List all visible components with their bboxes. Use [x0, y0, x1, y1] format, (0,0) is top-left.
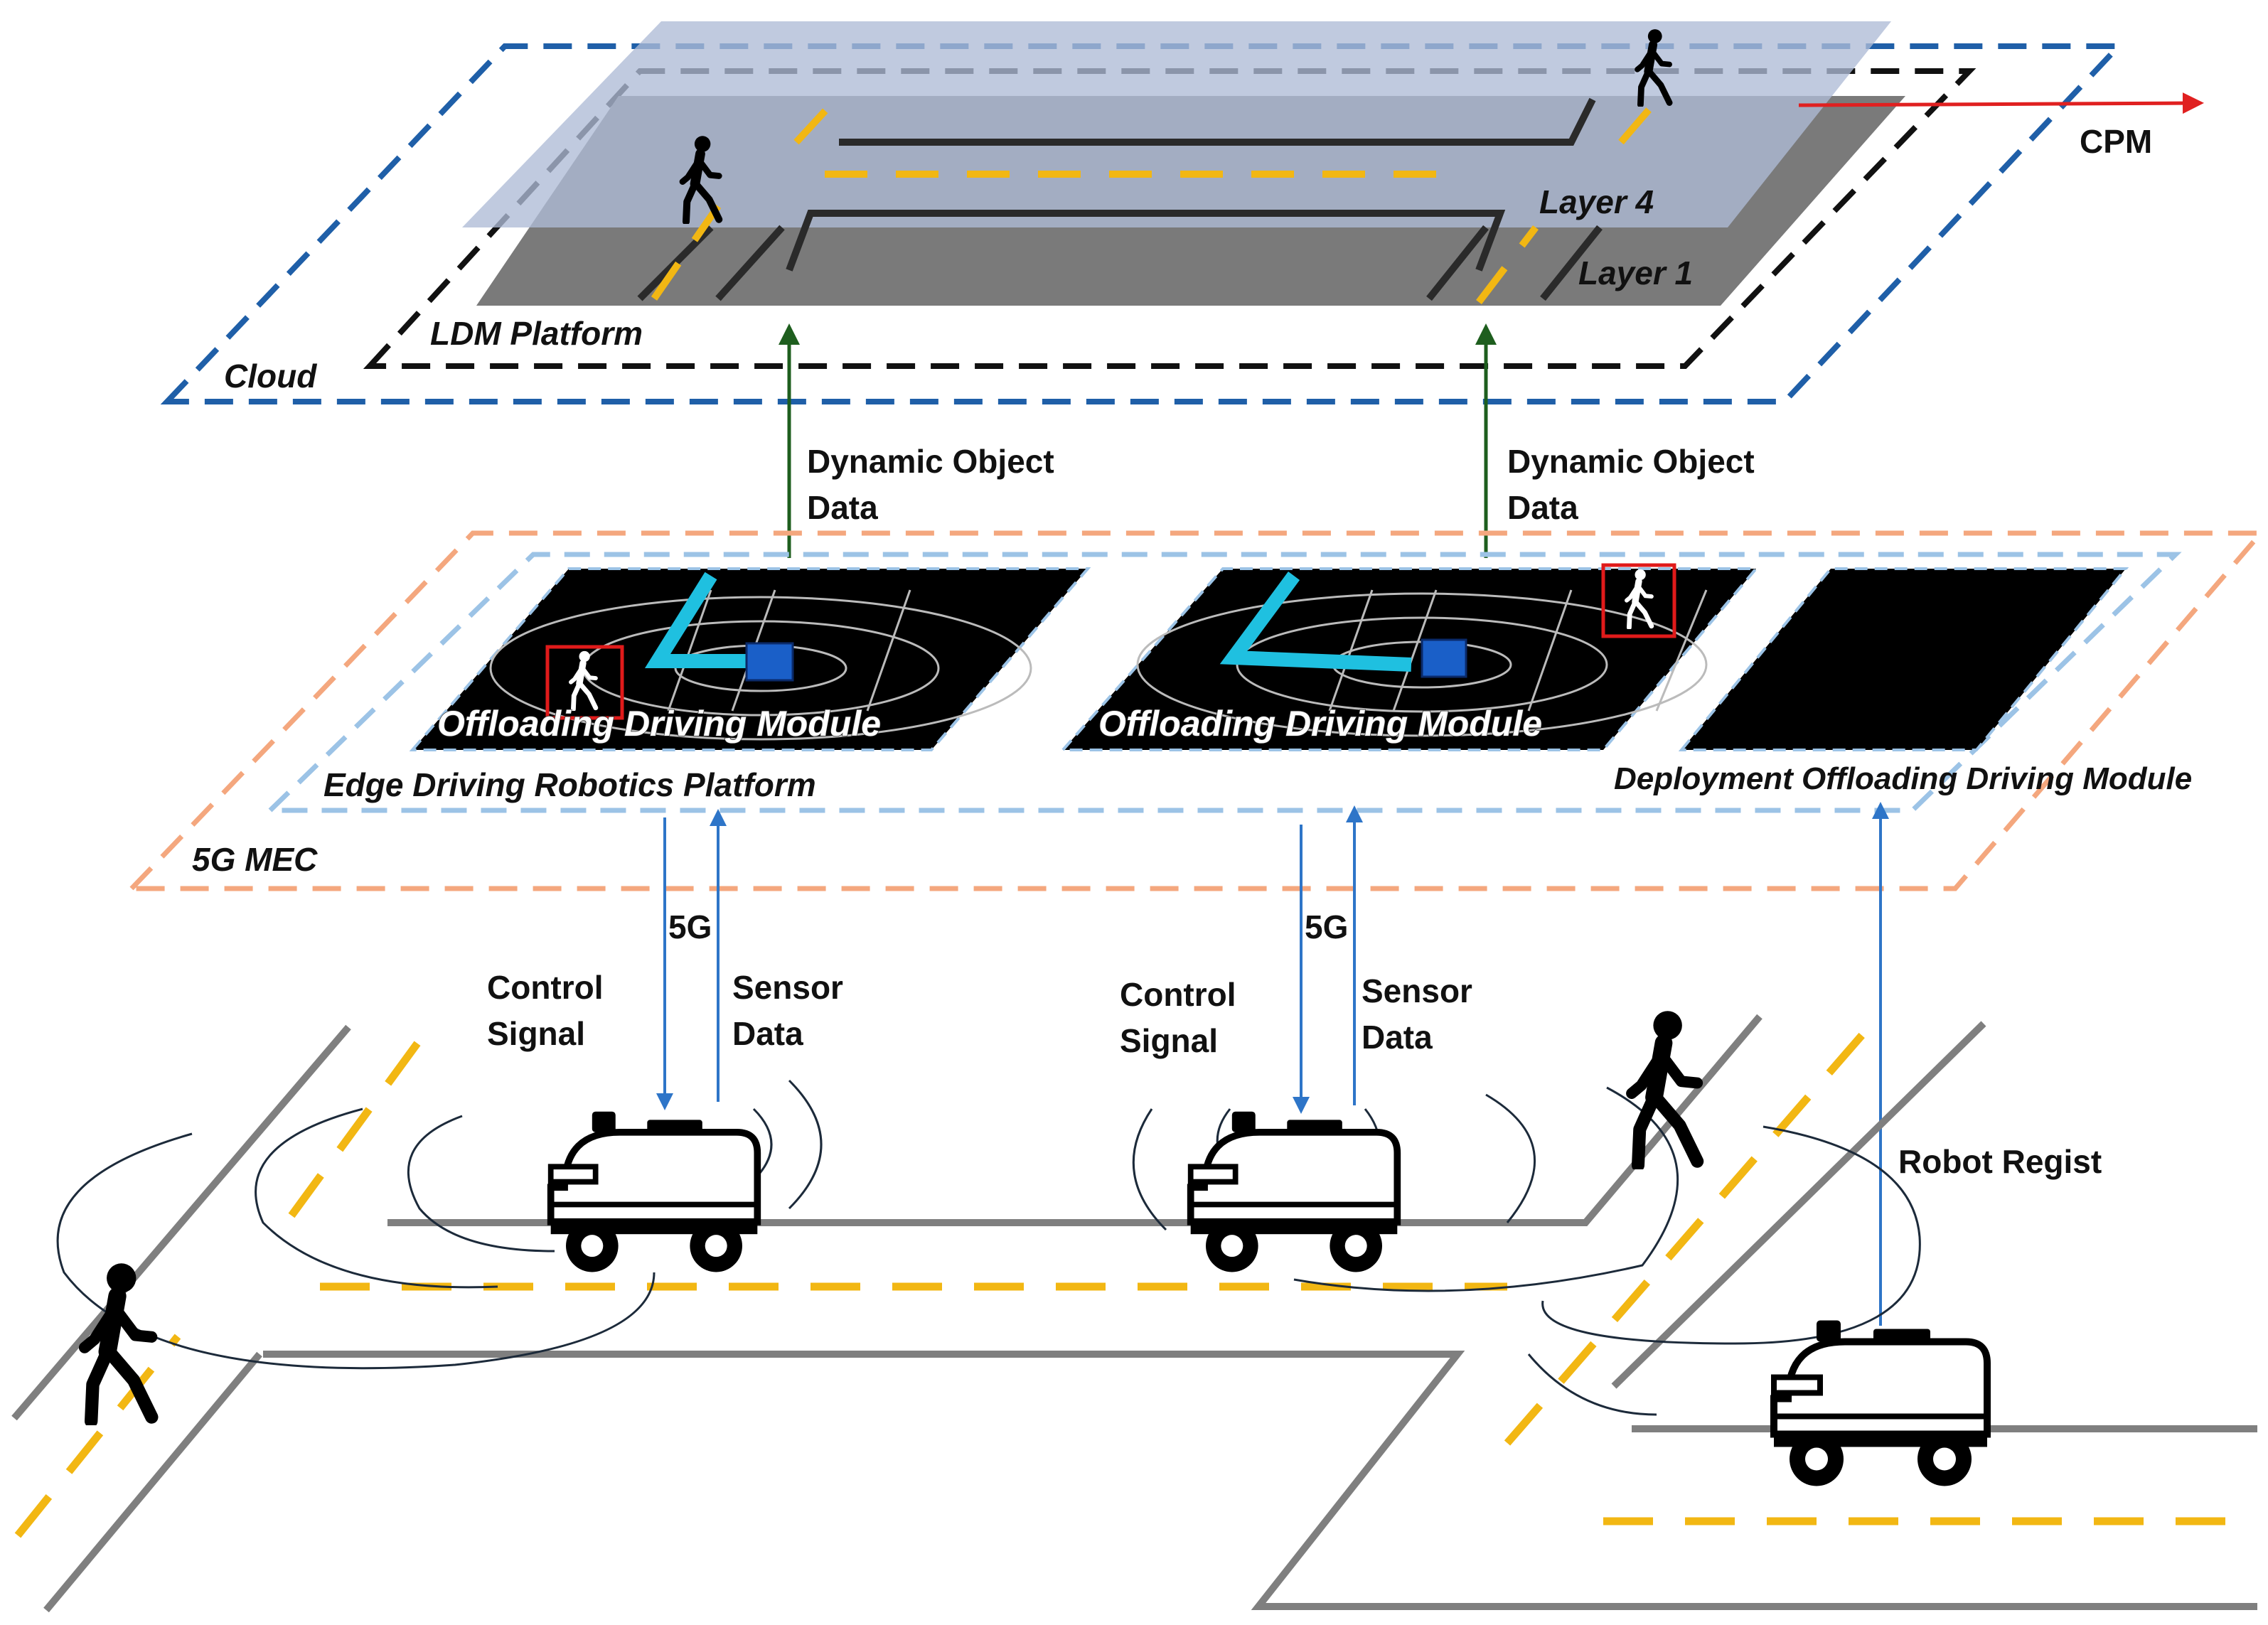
- edge-platform-label: Edge Driving Robotics Platform: [323, 766, 816, 803]
- cpm-arrow: [1798, 92, 2204, 114]
- edge-boundary: [264, 552, 2182, 813]
- cloud-boundary: [160, 43, 2126, 404]
- control-label-middle-2: Signal: [1120, 1022, 1218, 1059]
- cpm-label: CPM: [2080, 123, 2152, 160]
- ground-roads: [11, 1014, 2257, 1613]
- mec-layer: Offloading Driving Module Offloading Dri…: [125, 530, 2267, 891]
- uplink-label-left-1: Dynamic Object: [807, 443, 1054, 480]
- uplink-label-left-2: Data: [807, 489, 878, 526]
- mec-boundary: [125, 530, 2267, 891]
- sensing-arcs: [56, 1079, 1921, 1416]
- module-label-middle: Offloading Driving Module: [1098, 704, 1542, 744]
- robot-icon: [1191, 1112, 1398, 1272]
- offloading-module-middle: Offloading Driving Module: [1059, 563, 1760, 751]
- offloading-module-left: Offloading Driving Module: [409, 567, 1091, 751]
- uplinks: Dynamic Object Data Dynamic Object Data: [779, 323, 1755, 558]
- cloud-layer: Layer 4 Layer 1 LDM Platform Cloud CPM: [160, 21, 2204, 404]
- deployment-module-label: Deployment Offloading Driving Module: [1614, 761, 2192, 796]
- pedestrian-icon: [85, 1263, 151, 1421]
- uplink-label-right-1: Dynamic Object: [1507, 443, 1755, 480]
- deployment-module-slot: [1678, 567, 2129, 751]
- links: 5G Control Signal Sensor Data 5G Control…: [487, 802, 2102, 1326]
- ldm-lane-marks: [651, 90, 1667, 305]
- sensor-label-middle-1: Sensor: [1362, 972, 1472, 1009]
- sensor-label-left-1: Sensor: [732, 969, 843, 1006]
- robot-icon: [1774, 1321, 1987, 1486]
- mec-label: 5G MEC: [192, 841, 318, 878]
- uplink-label-right-2: Data: [1507, 489, 1578, 526]
- ldm-platform-label: LDM Platform: [430, 315, 643, 352]
- module-label-left: Offloading Driving Module: [437, 704, 881, 744]
- layer4-plane: [462, 21, 1891, 227]
- layer1-label: Layer 1: [1578, 254, 1693, 291]
- sensor-label-middle-2: Data: [1362, 1019, 1433, 1056]
- pedestrian-icon: [1632, 1011, 1697, 1165]
- ground-lane-marks: [14, 1028, 2232, 1538]
- robot-icon: [551, 1112, 758, 1272]
- control-label-left-2: Signal: [487, 1015, 585, 1052]
- sensor-label-left-2: Data: [732, 1015, 803, 1052]
- net-label-left: 5G: [668, 908, 712, 945]
- robot-regist-label: Robot Regist: [1898, 1143, 2102, 1180]
- cloud-label: Cloud: [224, 358, 317, 395]
- control-label-left-1: Control: [487, 969, 604, 1006]
- net-label-middle: 5G: [1305, 908, 1348, 945]
- layer4-label: Layer 4: [1539, 183, 1654, 220]
- control-label-middle-1: Control: [1120, 976, 1236, 1013]
